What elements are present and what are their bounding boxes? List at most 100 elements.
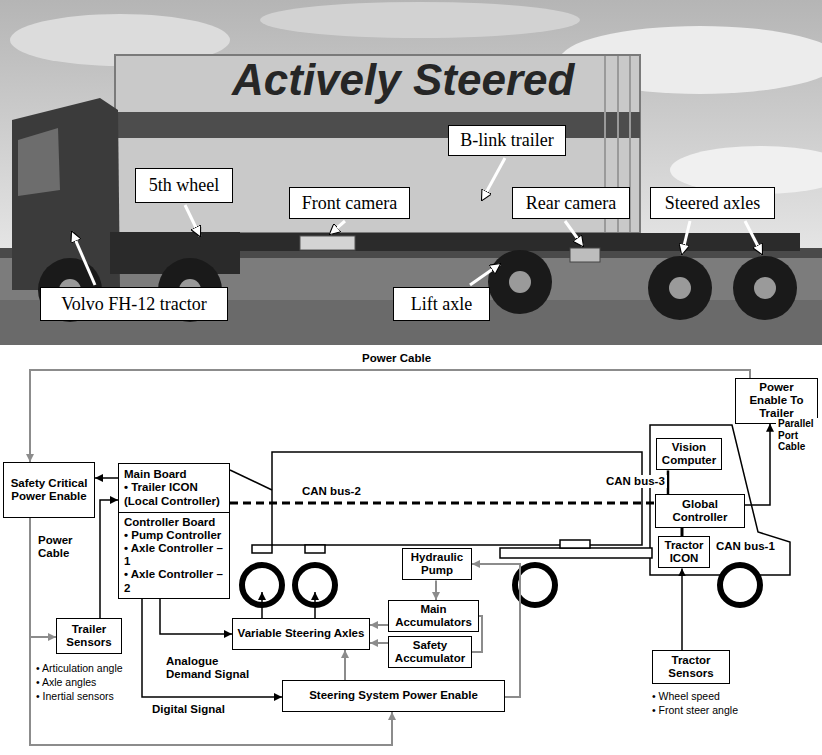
tractor-cab xyxy=(18,128,60,196)
process-box: Tractor Sensors xyxy=(652,650,730,684)
connector xyxy=(344,650,346,680)
process-box: Hydraulic Pump xyxy=(402,548,472,580)
box-item: • Trailer ICON (Local Controller) xyxy=(124,481,224,507)
callout-arrow xyxy=(482,158,505,200)
connector xyxy=(95,477,118,479)
process-box: Main Accumulators xyxy=(388,600,479,632)
box-title: Safety Accumulator xyxy=(393,639,467,665)
callout-arrow xyxy=(565,221,583,246)
sensor-item: • Wheel speed xyxy=(652,690,720,702)
box-title: Steering System Power Enable xyxy=(287,689,500,702)
sky xyxy=(0,0,822,258)
callout-box: 5th wheel xyxy=(135,168,233,203)
callout-arrow xyxy=(185,205,200,236)
sensor-item: • Axle angles xyxy=(36,676,96,688)
process-box: Variable Steering Axles xyxy=(232,618,370,650)
callout-box: Lift axle xyxy=(393,287,490,321)
callout-arrow xyxy=(470,264,500,285)
trailer-container xyxy=(190,233,800,251)
edge-label: CAN bus-3 xyxy=(604,475,667,488)
process-box: Trailer Sensors xyxy=(56,618,122,654)
connector xyxy=(370,642,388,644)
tractor-outline xyxy=(560,540,590,548)
tractor-outline xyxy=(650,425,790,575)
box-title: Lift axle xyxy=(400,294,483,315)
connector xyxy=(100,500,118,618)
connector xyxy=(745,424,770,505)
process-box: Safety Critical Power Enable xyxy=(3,462,95,518)
box-title: Vision Computer xyxy=(661,441,717,467)
trailer-outline xyxy=(230,452,642,553)
tractor-cab xyxy=(12,98,240,290)
box-item: • Axle Controller – 1 xyxy=(124,542,224,568)
connector xyxy=(160,599,232,634)
truck-wheel xyxy=(648,256,712,320)
sensor-item: • Articulation angle xyxy=(36,662,123,674)
process-box: Steering System Power Enable xyxy=(282,680,505,712)
axle-arrow xyxy=(262,592,315,618)
callout-arrow xyxy=(72,158,762,285)
edge-label: Power Cable xyxy=(36,534,80,560)
callout-box: Rear camera xyxy=(512,187,630,219)
callout-box: Steered axles xyxy=(650,187,775,219)
tractor-wheel xyxy=(720,565,760,605)
box-title: 5th wheel xyxy=(142,175,226,196)
box-title: Rear camera xyxy=(519,193,623,214)
truck-wheel xyxy=(669,277,691,299)
truck-wheel xyxy=(38,250,797,322)
edge-label: CAN bus-1 xyxy=(714,540,777,553)
truck-wheel xyxy=(488,250,552,314)
board-box: Controller Board• Pump Controller• Axle … xyxy=(118,512,230,599)
trailer-container xyxy=(115,55,640,233)
process-box: Power Enable To Trailer xyxy=(735,378,818,424)
box-title: Tractor Sensors xyxy=(657,654,725,680)
box-title: Main Board xyxy=(124,468,224,481)
connector xyxy=(230,502,655,505)
connector xyxy=(681,568,683,650)
callout-arrow xyxy=(72,232,95,285)
tractor-wheel xyxy=(515,565,760,605)
callout-box: Front camera xyxy=(289,187,410,219)
trailer-outline xyxy=(305,545,325,553)
box-title: Front camera xyxy=(296,193,403,214)
edge-label: Parallel Port Cable xyxy=(776,418,822,453)
box-title: Controller Board xyxy=(124,516,224,529)
box-title: Volvo FH-12 tractor xyxy=(47,294,221,315)
trailer-wheel xyxy=(242,565,335,605)
process-box: Vision Computer xyxy=(656,438,722,470)
process-box: Tractor ICON xyxy=(658,536,710,568)
box-item: • Pump Controller xyxy=(124,529,224,542)
trailer-container xyxy=(115,55,800,262)
callout-box: B-link trailer xyxy=(448,125,566,156)
box-item: • Axle Controller – 2 xyxy=(124,568,224,594)
edge-label: Power Cable xyxy=(360,352,433,365)
board-box: Main Board• Trailer ICON (Local Controll… xyxy=(118,463,230,513)
box-title: Variable Steering Axles xyxy=(237,627,365,640)
sky xyxy=(260,2,580,38)
callout-box: Volvo FH-12 tractor xyxy=(40,287,228,321)
box-title: Safety Critical Power Enable xyxy=(8,477,90,503)
connector xyxy=(472,564,520,697)
truck-wheel xyxy=(754,277,776,299)
axle-arrow xyxy=(314,592,316,618)
vehicle-lettering: Actively Steered xyxy=(232,56,574,104)
axle-arrow xyxy=(261,592,263,618)
box-title: Power Enable To Trailer xyxy=(740,381,813,421)
sensor-item: • Inertial sensors xyxy=(36,690,114,702)
tractor-outline xyxy=(500,425,790,575)
trailer-container xyxy=(300,236,355,250)
connector xyxy=(667,470,670,494)
edge-label: CAN bus-2 xyxy=(300,485,363,498)
trailer-outline xyxy=(272,452,642,545)
truck-wheel xyxy=(733,256,797,320)
box-title: Trailer Sensors xyxy=(61,623,117,649)
callout-arrow xyxy=(330,221,345,234)
trailer-container xyxy=(570,248,600,262)
process-box: Safety Accumulator xyxy=(388,636,472,668)
callout-arrow xyxy=(682,221,690,254)
callout-arrow xyxy=(745,221,762,254)
trailer-outline xyxy=(230,470,272,490)
box-title: Steered axles xyxy=(657,193,768,214)
box-title: Tractor ICON xyxy=(663,539,705,565)
